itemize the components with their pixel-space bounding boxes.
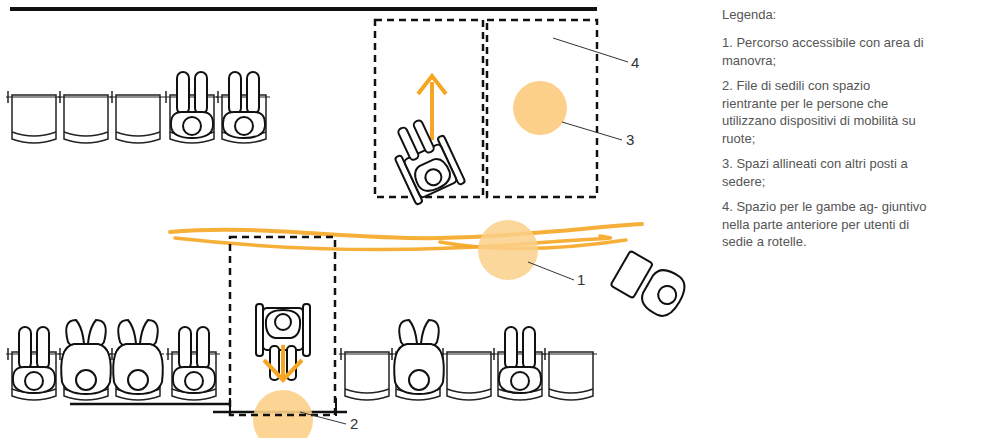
wheelchair-user — [384, 113, 465, 205]
legend-item: 4. Spazio per le gambe ag- giuntivo nell… — [722, 198, 927, 251]
seat — [110, 91, 164, 143]
direction-arrow — [281, 345, 285, 380]
seated-person — [499, 327, 541, 393]
direction-arrow — [430, 82, 434, 140]
callout-number: 2 — [350, 415, 358, 433]
legend-heading: Legenda: — [722, 6, 776, 23]
callout-number: 1 — [577, 271, 585, 289]
seated-person — [113, 320, 163, 394]
arrow-head — [418, 76, 446, 94]
seat — [543, 348, 597, 400]
manoeuvre-area — [478, 220, 538, 280]
leader-line — [528, 262, 574, 280]
seated-person — [61, 320, 111, 394]
person-with-tablet — [609, 249, 690, 322]
front-line — [10, 7, 597, 11]
wheelchair-space — [230, 237, 335, 415]
seated-person — [171, 72, 213, 138]
leader-line — [553, 38, 628, 62]
space-marker — [513, 81, 567, 135]
row-back — [70, 403, 230, 406]
seat — [58, 91, 112, 143]
legend-item: 2. File di sedili con spazio rientrante … — [722, 77, 927, 147]
seated-person — [394, 320, 444, 394]
legend-item: 3. Spazi allineati con altri posti a sed… — [722, 155, 927, 190]
leader-line — [300, 412, 346, 424]
callout-number: 3 — [626, 131, 634, 149]
callout-number: 4 — [631, 54, 639, 72]
seat — [6, 91, 60, 143]
seated-person — [173, 327, 215, 393]
wheelchair-user — [256, 304, 310, 380]
legend-item: 1. Percorso accessibile con area di mano… — [722, 34, 927, 69]
seated-person — [223, 72, 265, 138]
accessible-route — [170, 224, 642, 238]
seat — [339, 348, 393, 400]
seat — [441, 348, 495, 400]
arrow-head — [264, 360, 302, 380]
seated-person — [13, 327, 55, 393]
legend: 1. Percorso accessibile con area di mano… — [722, 34, 927, 259]
leader-line — [562, 122, 622, 140]
